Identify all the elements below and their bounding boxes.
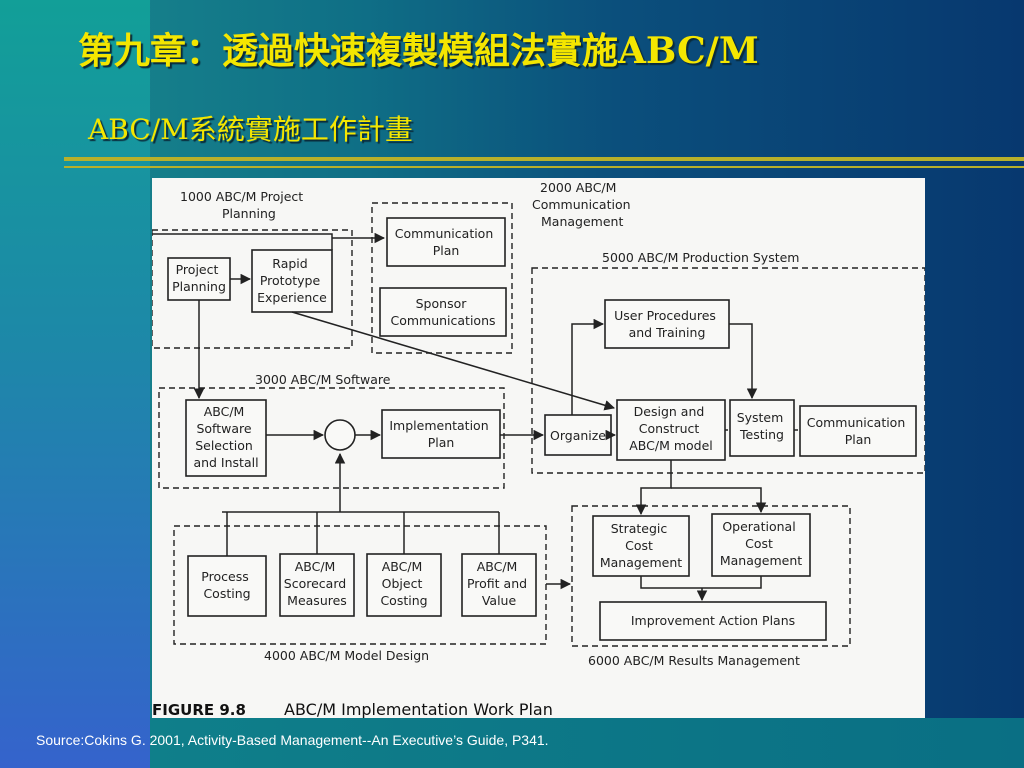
profit-value-label: ABC/M Profit and Value — [467, 559, 531, 608]
design-construct-label: Design and Construct ABC/M model — [629, 404, 713, 453]
figure-caption-text: ABC/M Implementation Work Plan — [284, 700, 553, 718]
system-testing-box — [729, 399, 795, 457]
scorecard-measures-label: ABC/M Scorecard Measures — [284, 559, 350, 608]
work-plan-diagram: 1000 ABC/M Project Planning 2000 ABC/M C… — [152, 180, 925, 718]
strategic-cost-box — [592, 515, 690, 577]
bottom-band — [150, 718, 1024, 768]
arrow-prototype-to-design — [291, 311, 616, 411]
slide-title: 第九章：透過快速複製模組法實施ABC/M — [78, 30, 759, 72]
scorecard-measures-box — [279, 553, 355, 617]
sponsor-communications-box — [379, 287, 507, 337]
user-procedures-label: User Procedures and Training — [614, 308, 720, 340]
group-5000-frame — [531, 267, 925, 474]
title-rule-thin — [64, 166, 1024, 168]
project-planning-label: Project Planning — [172, 262, 226, 294]
title-rule-thick — [64, 157, 1024, 161]
process-costing-label: Process Costing — [201, 569, 252, 601]
group-3000-label: 3000 ABC/M Software — [255, 372, 391, 387]
improvement-plans-box — [599, 601, 827, 641]
work-plan-figure: 1000 ABC/M Project Planning 2000 ABC/M C… — [152, 178, 925, 718]
design-construct-box — [616, 399, 726, 461]
arrow-user-to-testing — [729, 323, 758, 400]
group-5000-label: 5000 ABC/M Production System — [602, 250, 799, 265]
merge-node-circle — [324, 419, 356, 451]
figure-caption-number: FIGURE 9.8 — [152, 701, 246, 718]
object-costing-label: ABC/M Object Costing — [380, 559, 427, 608]
group-3000-frame — [158, 387, 505, 489]
software-selection-label: ABC/M Software Selection and Install — [193, 404, 258, 470]
source-citation: Source:Cokins G. 2001, Activity-Based Ma… — [36, 732, 549, 748]
group-2000-frame — [371, 202, 513, 354]
process-costing-box — [187, 555, 267, 617]
improvement-plans-label: Improvement Action Plans — [631, 613, 795, 628]
organize-label: Organize — [550, 428, 606, 443]
implementation-plan-box — [381, 409, 501, 459]
group-4000-frame — [173, 525, 547, 645]
implementation-plan-label: Implementation Plan — [389, 418, 492, 450]
group-6000-label: 6000 ABC/M Results Management — [588, 653, 800, 668]
line-top-into-prototype — [152, 233, 333, 250]
project-planning-box — [167, 257, 231, 301]
communication-plan-5000-label: Communication Plan — [807, 415, 910, 447]
operational-cost-label: Operational Cost Management — [720, 519, 802, 568]
operational-cost-box — [711, 513, 811, 577]
communication-plan-2000-label: Communication Plan — [395, 226, 498, 258]
strategic-cost-label: Strategic Cost Management — [600, 521, 682, 570]
sponsor-communications-label: Sponsor Communications — [390, 296, 495, 328]
left-gradient-band — [0, 0, 150, 768]
software-selection-box — [185, 399, 267, 477]
rapid-prototype-label: Rapid Prototype Experience — [257, 256, 327, 305]
system-testing-label: System Testing — [737, 410, 788, 442]
group-4000-label: 4000 ABC/M Model Design — [264, 648, 429, 663]
arrow-production-to-operational — [671, 487, 767, 514]
group-1000-frame — [152, 229, 353, 349]
slide-subtitle: ABC/M系統實施工作計畫 — [88, 113, 413, 146]
arrow-production-to-strategic — [635, 460, 672, 516]
user-procedures-box — [604, 299, 730, 349]
group-1000-label: 1000 ABC/M Project Planning — [180, 189, 307, 221]
group-2000-label: 2000 ABC/M Communication Management — [532, 180, 635, 229]
object-costing-box — [366, 553, 442, 617]
line-cost-boxes-join — [640, 576, 762, 589]
communication-plan-box-2000 — [386, 217, 506, 267]
group-6000-frame — [571, 505, 851, 647]
arrow-organize-to-user-procedures — [571, 318, 605, 415]
communication-plan-box-5000 — [799, 405, 917, 457]
